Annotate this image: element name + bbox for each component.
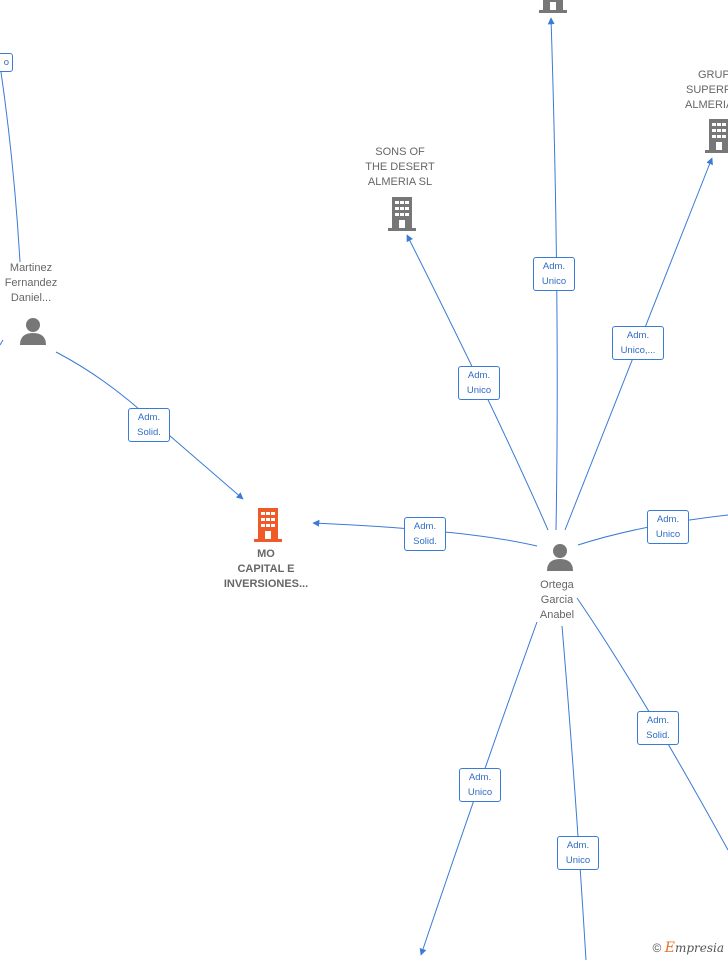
edge-line-ortega-grupo [564, 157, 713, 531]
edge-line-ortega-mo [312, 519, 538, 547]
edge-badge-martinez-mo[interactable]: Adm. Solid. [128, 408, 170, 442]
node-label-mo-capital[interactable]: MO CAPITAL E INVERSIONES... [223, 548, 309, 590]
edge-badge-ortega-bl[interactable]: Adm. Unico [459, 768, 501, 802]
node-label-martinez[interactable]: Martinez Fernandez Daniel... [4, 262, 58, 304]
person-icon-ortega [547, 544, 573, 571]
edge-line-topleft [0, 64, 21, 263]
edge-badge-ortega-top[interactable]: Adm. Unico [533, 257, 575, 291]
building-icon-sons-desert [388, 197, 416, 231]
edge-badge-ortega-sons[interactable]: Adm. Unico [458, 366, 500, 400]
edge-line-ortega-br [576, 597, 728, 851]
copyright-symbol: © [652, 941, 662, 955]
person-icon-martinez [20, 318, 46, 345]
edge-badge-ortega-mo[interactable]: Adm. Solid. [404, 517, 446, 551]
edge-badge-topleft[interactable]: o [0, 53, 13, 72]
edge-line-ortega-right [577, 514, 728, 546]
node-label-grupo[interactable]: GRUP SUPERP ALMERIA [685, 69, 728, 111]
brand-watermark: © Empresia [653, 940, 724, 956]
edge-line-ortega-sons [406, 234, 549, 531]
building-icon-top [539, 0, 567, 13]
node-label-ortega[interactable]: Ortega Garcia Anabel [539, 579, 575, 621]
brand-logo-text: mpresia [674, 941, 724, 955]
node-label-sons-desert[interactable]: SONS OF THE DESERT ALMERIA SL [365, 146, 435, 188]
edge-line-martinez-mo [55, 351, 244, 500]
edge-line-ortega-bottom [561, 625, 587, 960]
edge-badge-ortega-right[interactable]: Adm. Unico [647, 510, 689, 544]
edge-badge-ortega-bottom[interactable]: Adm. Unico [557, 836, 599, 870]
edge-badge-ortega-grupo[interactable]: Adm. Unico,... [612, 326, 664, 360]
building-icon-grupo [705, 119, 728, 153]
brand-logo-initial: E [664, 940, 675, 956]
building-icon-mo-capital [254, 508, 282, 542]
edge-line-martinez-left [0, 339, 4, 346]
edge-badge-ortega-br[interactable]: Adm. Solid. [637, 711, 679, 745]
